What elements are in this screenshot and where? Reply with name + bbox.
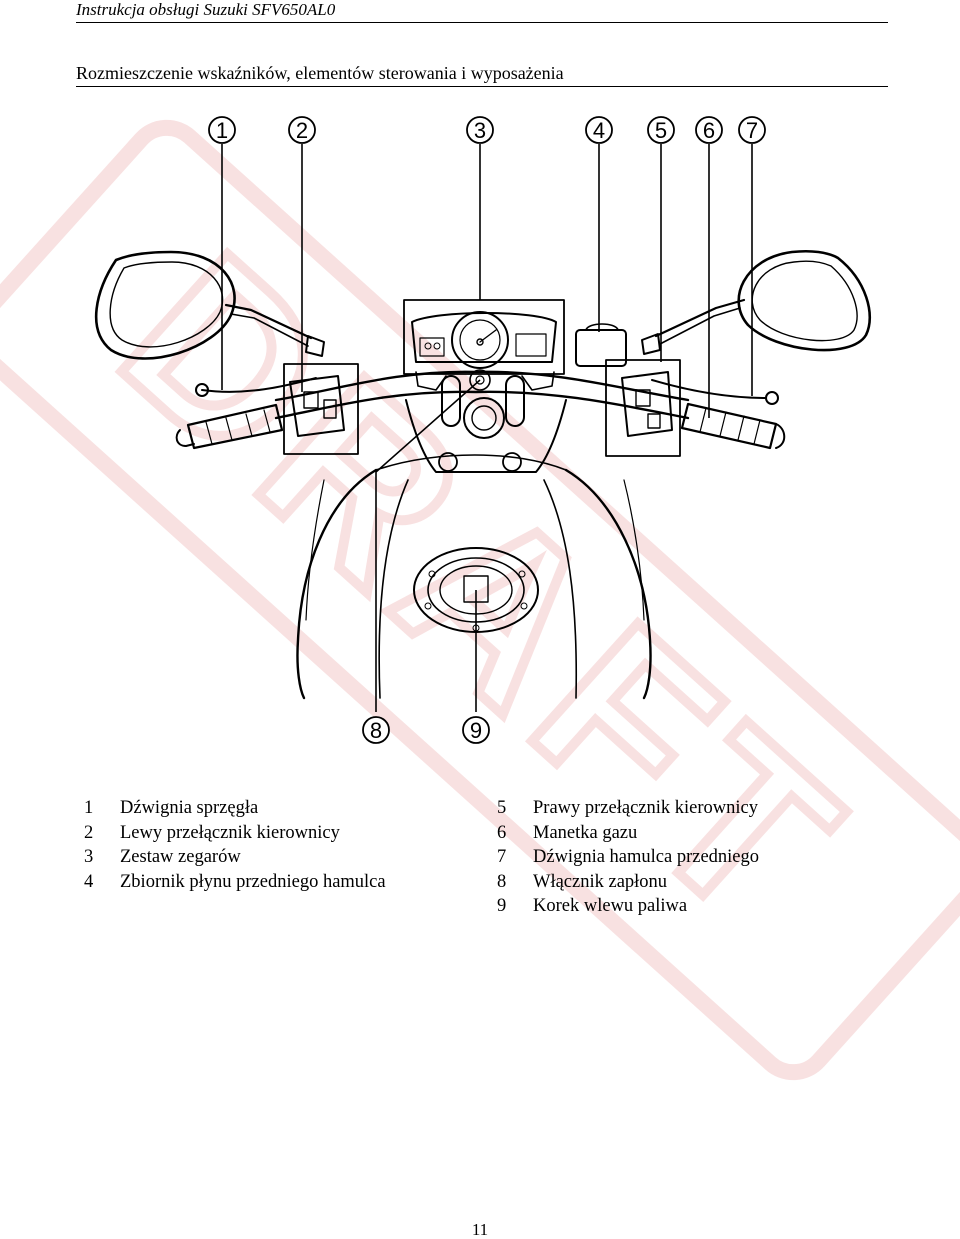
- brake-fluid-reservoir: [575, 323, 627, 367]
- legend-left: 1 Dźwignia sprzęgła 2 Lewy przełącznik kie…: [84, 796, 386, 894]
- left-mirror: [94, 250, 325, 360]
- callout-1: 1: [208, 116, 236, 144]
- legend-number: 3: [84, 847, 94, 867]
- legend-label: Prawy przełącznik kierownicy: [533, 798, 758, 818]
- section-title-text: Rozmieszczenie wskaźników, elementów ste…: [76, 63, 564, 83]
- ignition-switch: [469, 369, 491, 391]
- right-grip: [680, 402, 786, 450]
- svg-text:1: 1: [216, 118, 228, 143]
- instrument-cluster: [403, 299, 565, 375]
- legend-number: 6: [497, 822, 507, 843]
- legend-number: 4: [84, 871, 94, 892]
- right-switch-housing: [605, 359, 681, 457]
- running-header: Instrukcja obsługi Suzuki SFV650AL0: [76, 0, 888, 23]
- svg-text:9: 9: [470, 718, 482, 743]
- svg-text:2: 2: [296, 118, 308, 143]
- legend-number: 2: [84, 822, 94, 843]
- legend-number: 7: [497, 847, 507, 867]
- legend-number: 9: [497, 896, 507, 916]
- svg-text:8: 8: [370, 718, 382, 743]
- legend-label: Zbiornik płynu przedniego hamulca: [120, 871, 386, 892]
- legend-item: 7 Dźwignia hamulca przedniego: [497, 845, 759, 870]
- svg-text:7: 7: [746, 118, 758, 143]
- left-grip: [175, 403, 284, 450]
- brake-lever: [651, 379, 779, 405]
- legend-item: 2 Lewy przełącznik kierownicy: [84, 821, 386, 846]
- svg-text:6: 6: [703, 118, 715, 143]
- legend-label: Manetka gazu: [533, 822, 638, 843]
- leader-lines: [221, 144, 753, 712]
- fuel-tank: [296, 454, 652, 700]
- right-mirror: [641, 249, 871, 355]
- legend-label: Dźwignia hamulca przedniego: [533, 847, 760, 867]
- legend-item: 1 Dźwignia sprzęgła: [84, 796, 386, 821]
- cockpit-figure: 1 2 3 4 5 6 7: [76, 100, 888, 760]
- callout-9: 9: [462, 716, 490, 744]
- legend-label: Włącznik zapłonu: [533, 871, 668, 892]
- callout-4: 4: [585, 116, 613, 144]
- left-switch-housing: [283, 363, 359, 455]
- legend-number: 8: [497, 871, 507, 892]
- legend-label: Dźwignia sprzęgła: [120, 798, 259, 818]
- callout-2: 2: [288, 116, 316, 144]
- triple-clamp: [405, 371, 567, 473]
- cockpit-diagram: 1 2 3 4 5 6 7: [94, 116, 871, 744]
- svg-text:3: 3: [474, 118, 486, 143]
- callout-3: 3: [466, 116, 494, 144]
- legend-item: 8 Włącznik zapłonu: [497, 870, 759, 895]
- legend-label: Zestaw zegarów: [120, 847, 241, 867]
- callout-6: 6: [695, 116, 723, 144]
- svg-text:4: 4: [593, 118, 605, 143]
- callout-8: 8: [362, 716, 390, 744]
- section-title: Rozmieszczenie wskaźników, elementów ste…: [76, 60, 888, 87]
- legend-number: 1: [84, 798, 94, 818]
- callout-7: 7: [738, 116, 766, 144]
- legend-item: 6 Manetka gazu: [497, 821, 759, 846]
- legend-item: 9 Korek wlewu paliwa: [497, 894, 759, 919]
- legend-item: 5 Prawy przełącznik kierownicy: [497, 796, 759, 821]
- handlebar: [274, 370, 690, 420]
- page-number: 11: [471, 1220, 489, 1239]
- legend-item: 3 Zestaw zegarów: [84, 845, 386, 870]
- svg-text:5: 5: [655, 118, 667, 143]
- legend-right: 5 Prawy przełącznik kierownicy 6 Manetka g…: [497, 796, 759, 919]
- legend-label: Lewy przełącznik kierownicy: [120, 822, 340, 843]
- legend-label: Korek wlewu paliwa: [533, 896, 688, 916]
- legend-number: 5: [497, 798, 507, 818]
- running-header-title: Instrukcja obsługi Suzuki SFV650AL0: [76, 0, 336, 19]
- legend-item: 4 Zbiornik płynu przedniego hamulca: [84, 870, 386, 895]
- callout-5: 5: [647, 116, 675, 144]
